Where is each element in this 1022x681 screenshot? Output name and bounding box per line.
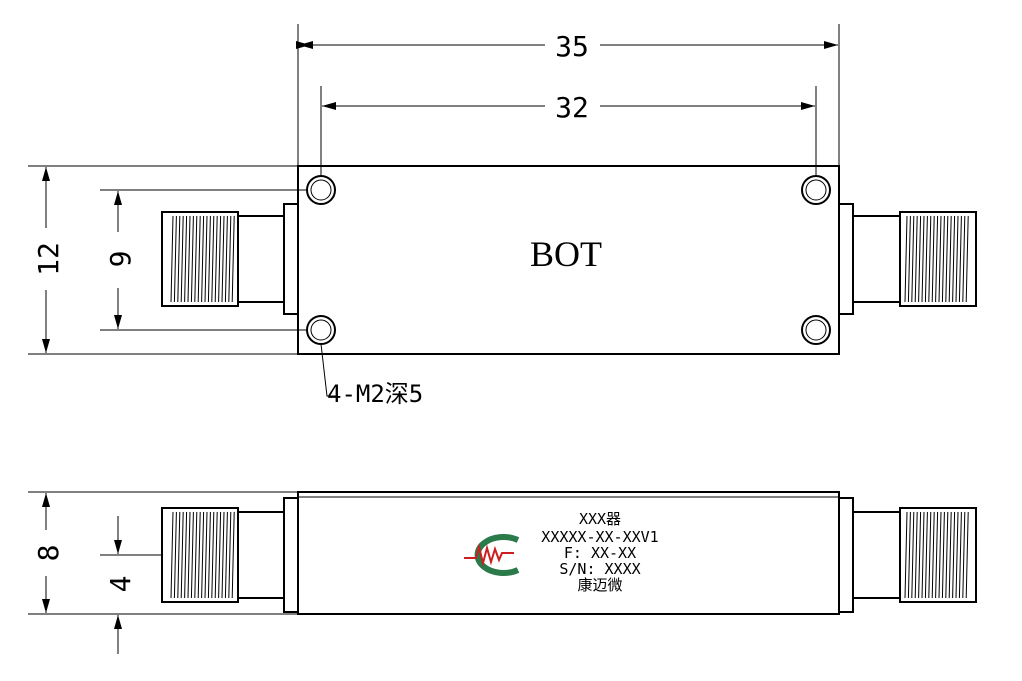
dim-height-outer-value: 12 [32,242,65,276]
top-right-connector [838,203,977,315]
dimension-side-connector: 4 [100,516,162,654]
dim-height-holes-value: 9 [104,251,137,268]
dimension-width-holes: 32 [320,86,817,176]
mounting-hole [306,175,336,205]
dimension-side-height: 8 [28,491,298,615]
dim-width-outer-value: 35 [555,30,589,63]
label-line-2: XXXXX-XX-XXV1 [541,528,658,546]
hole-callout: 4-M2深5 [327,380,423,408]
label-line-5: 康迈微 [577,576,622,594]
side-left-thread [170,511,235,599]
label-line-1: XXX器 [579,510,621,528]
mounting-hole [801,315,831,345]
label-line-4: S/N: XXXX [559,560,640,578]
face-label: BOT [530,234,602,274]
top-left-thread [170,215,235,303]
top-right-thread [904,215,969,303]
dim-side-height-value: 8 [32,545,65,562]
side-left-connector [161,497,299,613]
dimension-width-outer: 35 [296,24,840,166]
hole-callout-leader [320,343,336,397]
dim-side-connector-value: 4 [104,576,137,593]
dimension-height-holes: 9 [100,189,308,331]
top-view: BOT 4-M2深5 [161,165,977,408]
dim-width-holes-value: 32 [555,91,589,124]
brand-logo [464,534,520,576]
top-left-connector [161,203,299,315]
side-right-connector [838,497,977,613]
dimension-height-outer: 12 [28,165,298,355]
side-view: XXX器 XXXXX-XX-XXV1 F: XX-XX S/N: XXXX 康迈… [161,491,977,615]
label-line-3: F: XX-XX [564,544,636,562]
mounting-hole [306,315,336,345]
side-right-thread [904,511,969,599]
mounting-hole [801,175,831,205]
